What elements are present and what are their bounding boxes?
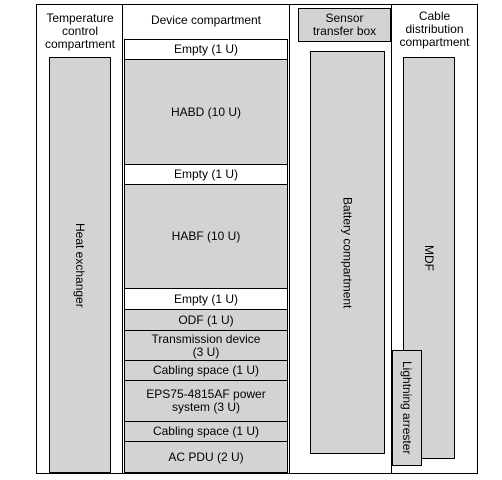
slot-habf: HABF (10 U) (124, 184, 288, 289)
device-compartment-header: Device compartment (150, 12, 262, 27)
slot-power-system: EPS75-4815AF power system (3 U) (124, 380, 288, 422)
slot-empty-1: Empty (1 U) (124, 39, 288, 60)
slot-cabling-space-1: Cabling space (1 U) (124, 360, 288, 381)
sensor-transfer-box: Sensor transfer box (298, 8, 391, 42)
slot-ac-pdu: AC PDU (2 U) (124, 441, 288, 473)
battery-compartment-label: Battery compartment (340, 196, 355, 309)
slot-empty-2: Empty (1 U) (124, 164, 288, 185)
battery-compartment-block: Battery compartment (310, 51, 385, 454)
divider-left (122, 4, 123, 474)
mdf-label: MDF (422, 245, 436, 271)
lightning-arrester-label: Lightning arrester (400, 361, 414, 455)
heat-exchanger-label: Heat exchanger (73, 222, 87, 308)
slot-habd: HABD (10 U) (124, 59, 288, 165)
divider-mid (289, 4, 290, 474)
temperature-compartment-header: Temperature control compartment (44, 10, 116, 51)
slot-empty-3: Empty (1 U) (124, 288, 288, 310)
divider-right (391, 4, 392, 474)
lightning-arrester-block: Lightning arrester (392, 350, 422, 466)
heat-exchanger-block: Heat exchanger (49, 57, 111, 473)
cable-distribution-header: Cable distribution compartment (399, 8, 470, 49)
slot-transmission-device: Transmission device (3 U) (124, 330, 288, 361)
slot-cabling-space-2: Cabling space (1 U) (124, 421, 288, 442)
slot-odf: ODF (1 U) (124, 309, 288, 331)
